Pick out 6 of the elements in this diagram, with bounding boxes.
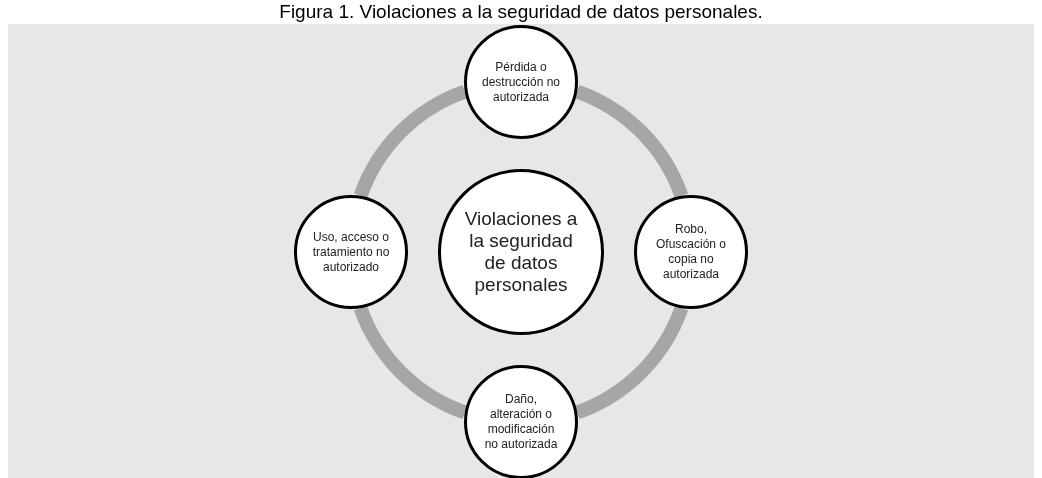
node-text: Pérdida o destrucción no autorizada: [481, 59, 561, 105]
node-text: Robo, Ofuscación o copia no autorizada: [654, 222, 727, 282]
node-text: Daño, alteración o modificación no autorizada: [483, 392, 559, 452]
node-text: Uso, acceso o tratamiento no autorizado: [311, 229, 391, 275]
figure-title: Figura 1. Violaciones a la seguridad de datos personales.: [278, 0, 764, 24]
node-text: Violaciones a la seguridad de datos personales: [463, 208, 579, 296]
